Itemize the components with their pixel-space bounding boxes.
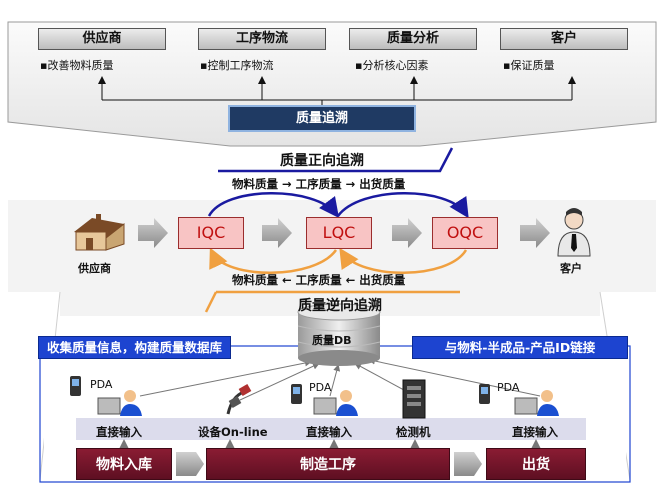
input-label-inspection-machine: 检测机 — [396, 425, 431, 439]
top-box-supplier: 供应商 — [38, 28, 166, 50]
pda-icon — [291, 384, 302, 404]
backward-trace-heading: 质量逆向追溯 — [298, 298, 382, 314]
database-icon — [297, 303, 381, 366]
equipment-connector-icon — [226, 384, 252, 415]
top-box-quality-analysis: 质量分析 — [349, 28, 477, 50]
pda-icon — [479, 384, 490, 404]
pda-label: PDA — [497, 381, 520, 394]
stage-material-receiving: 物料入库 — [76, 448, 172, 480]
customer-person-icon — [557, 208, 591, 257]
id-link-banner: 与物料-半成品-产品ID链接 — [412, 336, 628, 359]
input-band — [76, 418, 586, 440]
top-desc-customer: ▪保证质量 — [503, 59, 555, 72]
forward-underline — [218, 147, 454, 173]
stage-shipping: 出货 — [486, 448, 586, 480]
top-box-customer: 客户 — [500, 28, 628, 50]
supplier-label: 供应商 — [78, 262, 111, 275]
backward-trace-flow: 物料质量 ← 工序质量 ← 出货质量 — [232, 273, 406, 287]
input-label-equipment-online: 设备On-line — [198, 425, 268, 439]
forward-trace-heading: 质量正向追溯 — [280, 153, 364, 169]
quality-trace-box: 质量追溯 — [228, 105, 416, 132]
top-panel — [7, 21, 657, 147]
pda-icon — [70, 376, 81, 396]
operator-computer-icon — [97, 390, 142, 416]
collect-data-banner: 收集质量信息，构建质量数据库 — [38, 336, 232, 359]
pda-label: PDA — [309, 381, 332, 394]
customer-label: 客户 — [560, 262, 582, 275]
input-label-direct-2: 直接输入 — [306, 425, 352, 439]
supplier-house-icon — [74, 214, 125, 251]
oqc-box: OQC — [432, 217, 498, 249]
operator-computer-icon — [313, 390, 358, 416]
iqc-box: IQC — [178, 217, 244, 249]
forward-trace-flow: 物料质量 → 工序质量 → 出货质量 — [232, 177, 406, 191]
quality-db-label: 质量DB — [312, 334, 352, 347]
input-label-direct-3: 直接输入 — [512, 425, 558, 439]
chain-arrows — [138, 218, 550, 248]
top-desc-quality-analysis: ▪分析核心因素 — [355, 59, 429, 72]
top-desc-supplier: ▪改善物料质量 — [40, 59, 114, 72]
lqc-box: LQC — [306, 217, 372, 249]
inspection-machine-icon — [402, 379, 426, 419]
operator-computer-icon — [514, 390, 559, 416]
top-box-process-logistics: 工序物流 — [198, 28, 326, 50]
pda-label: PDA — [90, 378, 113, 391]
input-label-direct-1: 直接输入 — [96, 425, 142, 439]
top-desc-process-logistics: ▪控制工序物流 — [200, 59, 274, 72]
stage-manufacturing: 制造工序 — [206, 448, 450, 480]
